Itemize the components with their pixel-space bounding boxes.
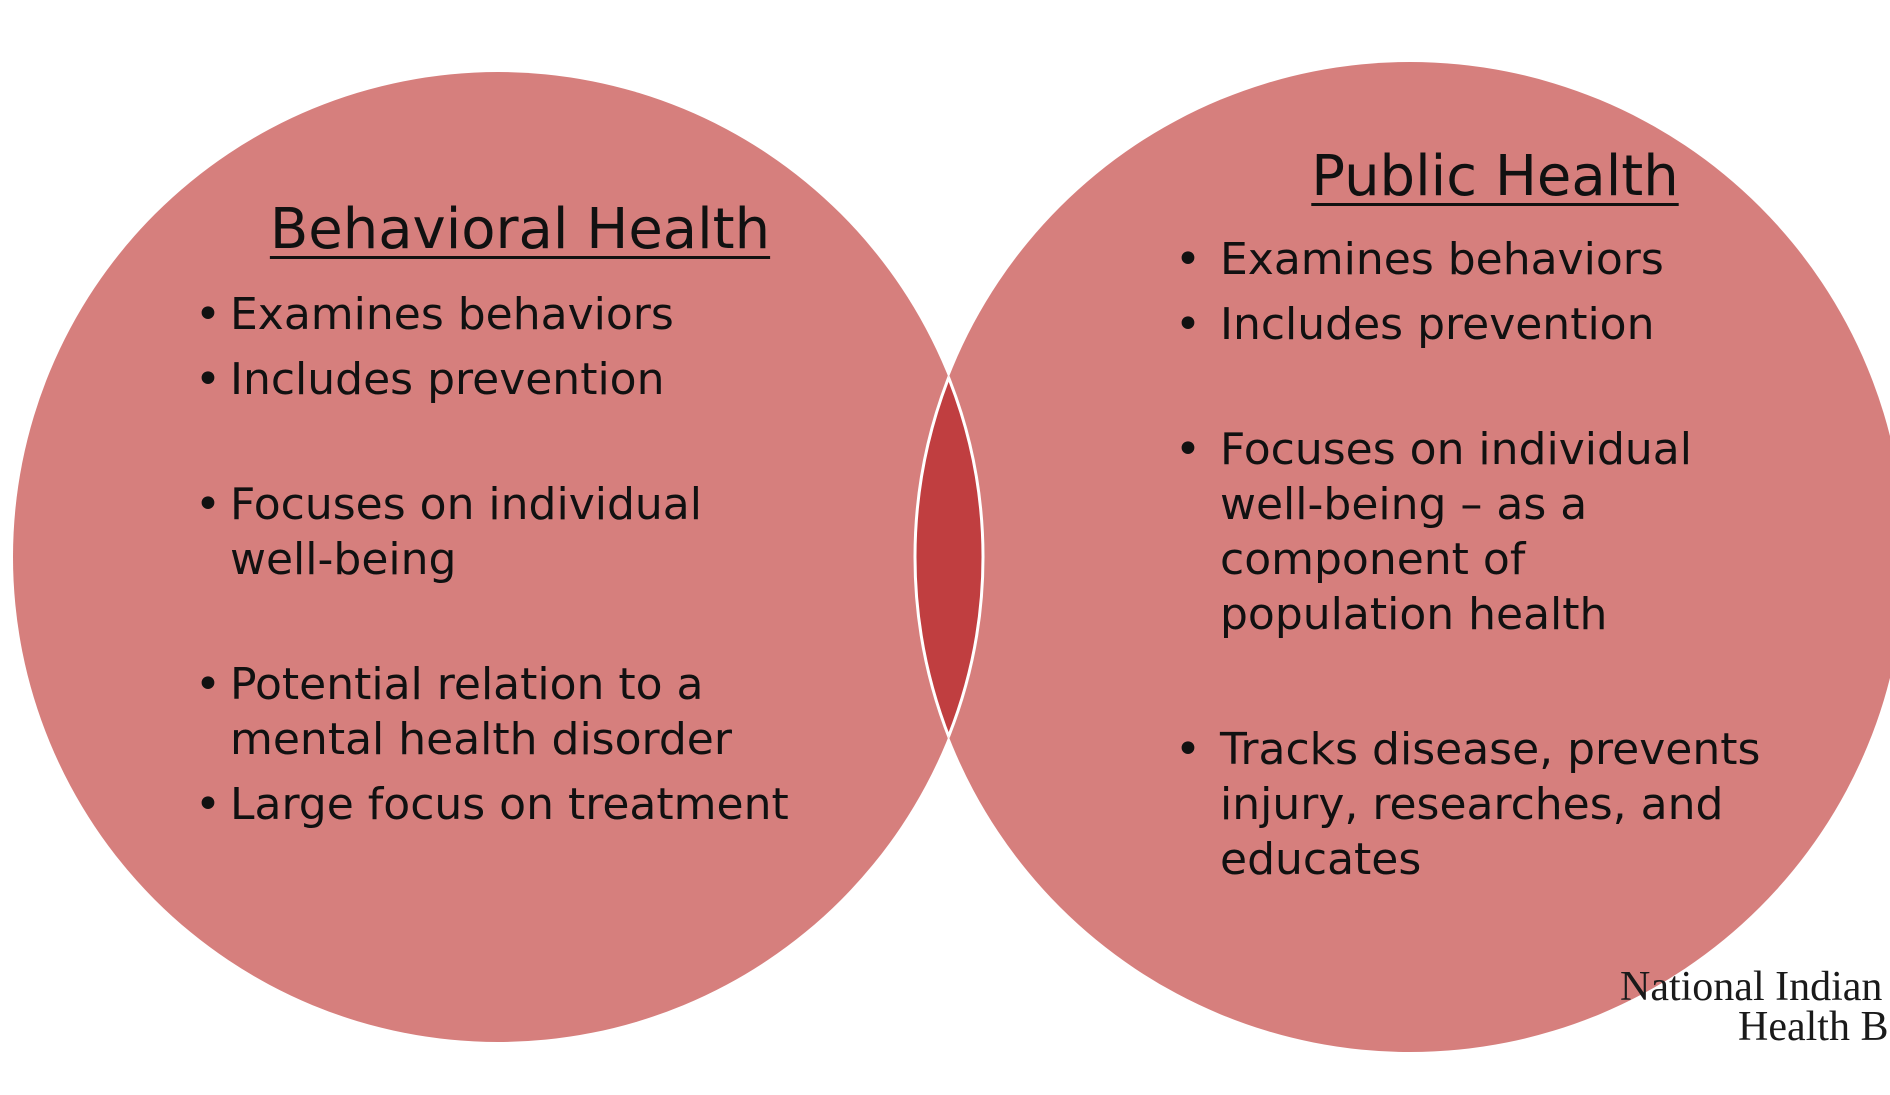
public-health-panel: Public Health Examines behaviors Include…	[1175, 142, 1770, 887]
list-item: Tracks disease, prevents injury, researc…	[1175, 722, 1770, 887]
list-item: Focuses on individual well-being – as a …	[1175, 422, 1770, 642]
list-item: Includes prevention	[1175, 297, 1770, 352]
logo-line-2: Health B	[1738, 1003, 1889, 1050]
list-item: Examines behaviors	[1175, 232, 1770, 287]
overlap-divider-right-arc	[915, 70, 985, 1044]
list-item: Potential relation to a mental health di…	[195, 657, 795, 767]
behavioral-health-panel: Behavioral Health Examines behaviors Inc…	[195, 195, 795, 832]
logo-line-1: National Indian	[1620, 964, 1883, 1010]
list-item: Includes prevention	[195, 352, 795, 407]
behavioral-health-title: Behavioral Health	[269, 197, 771, 262]
list-item: Large focus on treatment	[195, 777, 795, 832]
public-health-title: Public Health	[1311, 144, 1679, 209]
public-health-list: Examines behaviors Includes prevention F…	[1175, 232, 1770, 887]
behavioral-health-list: Examines behaviors Includes prevention F…	[195, 287, 795, 832]
list-item: Examines behaviors	[195, 287, 795, 342]
list-item: Focuses on individual well-being	[195, 477, 795, 587]
overlap-divider-left-arc	[913, 72, 983, 1042]
organization-logo: National Indian Health B	[1620, 966, 1890, 1050]
